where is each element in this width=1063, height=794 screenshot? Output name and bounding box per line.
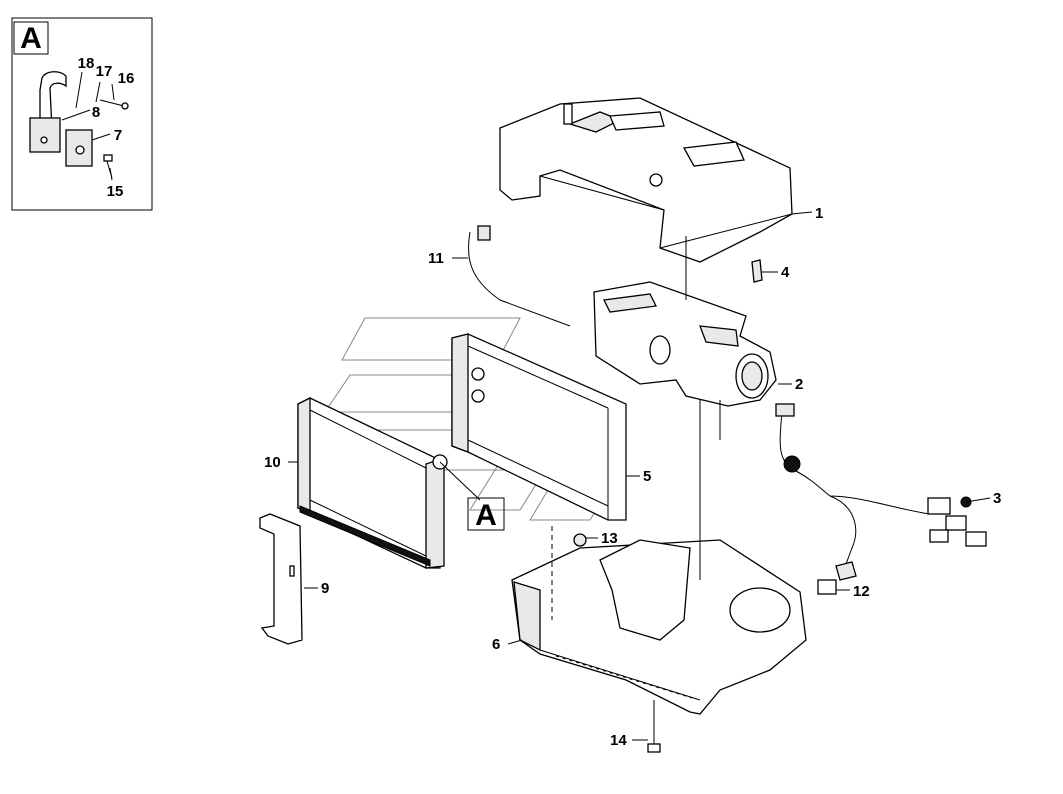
assembly-guides <box>653 236 721 722</box>
callout-3: 3 <box>993 490 1001 507</box>
blower-wiring-harness <box>775 403 987 595</box>
callout-1: 1 <box>815 205 823 222</box>
callout-6: 6 <box>492 636 500 653</box>
evaporator-core <box>297 396 448 569</box>
callout-10: 10 <box>264 454 281 471</box>
bolt <box>647 722 661 753</box>
callout-11: 11 <box>428 250 444 267</box>
callout-16: 16 <box>118 70 135 87</box>
callout-labels: 1 2 3 4 5 6 9 10 11 12 13 14 <box>264 205 1001 749</box>
upper-housing <box>499 97 793 263</box>
callout-15: 15 <box>107 183 124 200</box>
blower-fan <box>593 281 777 407</box>
detail-view-a: A 18 17 16 8 7 15 <box>11 17 153 211</box>
callout-9: 9 <box>321 580 329 597</box>
mounting-bracket <box>259 513 303 645</box>
callout-13: 13 <box>601 530 618 547</box>
detail-reference-a: A <box>439 461 505 532</box>
heater-core <box>451 333 627 521</box>
callout-5: 5 <box>643 468 651 485</box>
callout-2: 2 <box>795 376 803 393</box>
clip-part <box>751 259 763 283</box>
detail-view-tag: A <box>20 22 42 55</box>
callout-17: 17 <box>96 63 113 80</box>
callout-8: 8 <box>92 104 100 121</box>
callout-4: 4 <box>781 264 790 281</box>
callout-18: 18 <box>78 55 95 72</box>
callout-leaders <box>288 211 991 741</box>
sensor-harness <box>468 225 571 327</box>
callout-14: 14 <box>610 732 627 749</box>
nut <box>573 533 587 547</box>
callout-7: 7 <box>114 127 122 144</box>
callout-12: 12 <box>853 583 870 600</box>
lower-housing <box>511 526 807 715</box>
detail-reference-tag: A <box>475 499 497 532</box>
